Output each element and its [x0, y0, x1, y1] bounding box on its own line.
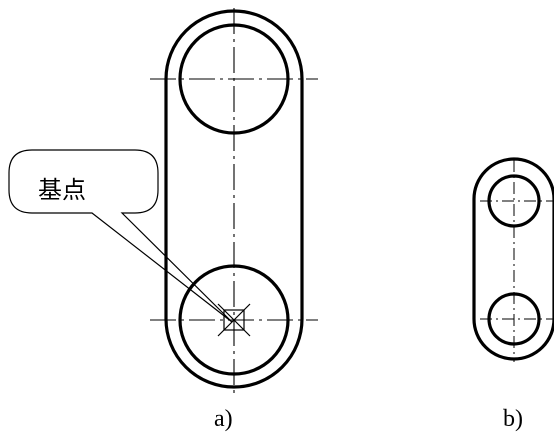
figure-a-outer-outline [164, 9, 304, 389]
base-point-marker-diag-2 [217, 303, 251, 337]
caption-b: b) [503, 406, 523, 432]
base-point-marker [223, 309, 245, 331]
caption-a: a) [214, 406, 233, 432]
callout-balloon-shape [8, 149, 233, 323]
figure-a-link [150, 8, 318, 398]
figure-b-outer-outline [472, 157, 554, 361]
callout-label: 基点 [38, 176, 86, 204]
figure-b-link [472, 157, 554, 362]
callout-balloon [8, 149, 233, 323]
